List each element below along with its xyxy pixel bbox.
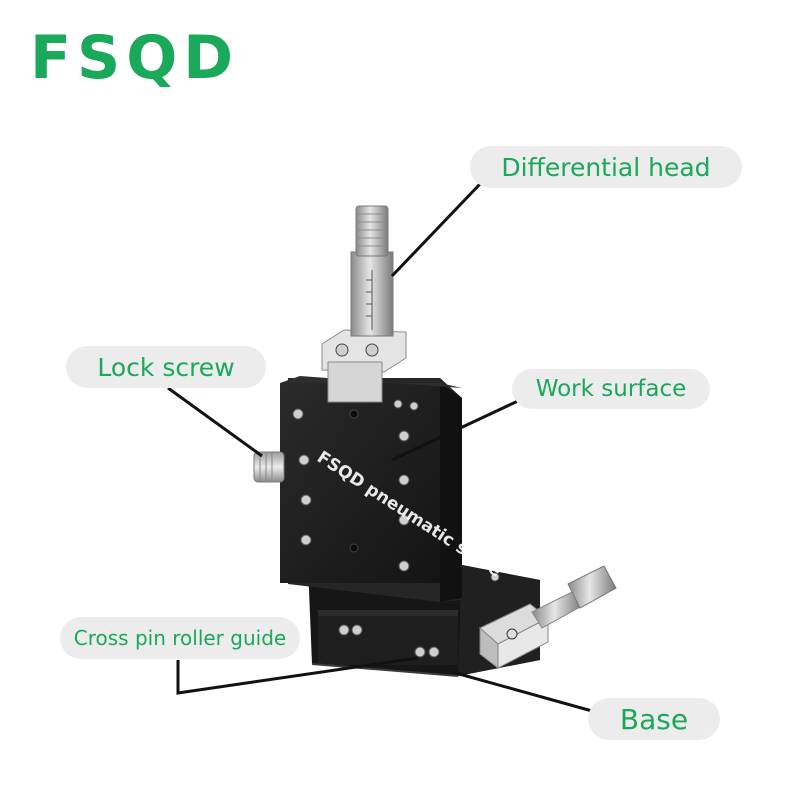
leader-line-base xyxy=(451,670,611,718)
differential-head xyxy=(350,205,394,337)
work-surface-screw xyxy=(292,399,419,572)
leader-line-lock-screw xyxy=(167,386,263,458)
base-screw xyxy=(338,572,500,658)
work-surface-block xyxy=(280,376,462,602)
label-differential-head: Differential head xyxy=(470,146,742,188)
leader-lines xyxy=(167,182,611,718)
label-cross-pin-roller-guide: Cross pin roller guide xyxy=(60,617,300,659)
micrometer-bracket xyxy=(321,329,407,403)
lock-screw xyxy=(253,451,285,483)
leader-line-differential-head xyxy=(390,182,482,278)
label-lock-screw: Lock screw xyxy=(66,346,266,388)
label-base: Base xyxy=(588,698,720,740)
brand-logo: FSQD xyxy=(30,23,240,93)
label-work-surface: Work surface xyxy=(512,369,710,409)
lower-micrometer xyxy=(479,565,617,670)
leader-line-cross-pin xyxy=(176,656,419,695)
leader-line-work-surface xyxy=(391,398,521,462)
